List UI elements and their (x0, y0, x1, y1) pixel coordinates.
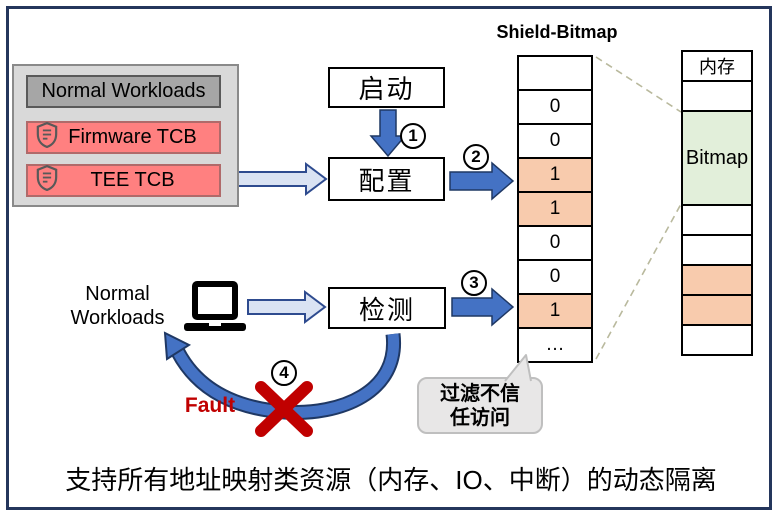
tee-tcb-label: TEE TCB (90, 169, 175, 191)
firmware-tcb-label: Firmware TCB (68, 126, 197, 148)
cell: 0 (519, 261, 591, 295)
shield-icon (36, 121, 58, 154)
start-box: 启动 (328, 67, 445, 108)
cell: 0 (519, 125, 591, 159)
laptop-icon (184, 281, 246, 340)
cell: 1 (519, 193, 591, 227)
tee-tcb-box: TEE TCB (26, 164, 221, 197)
normal-workloads-box: Normal Workloads (26, 75, 221, 108)
firmware-tcb-box: Firmware TCB (26, 121, 221, 154)
step-4-badge: 4 (271, 360, 297, 386)
normal-workloads-caption: Normal Workloads (70, 283, 165, 329)
detect-box: 检测 (328, 287, 446, 329)
step-2-badge: 2 (463, 144, 489, 170)
step-1-badge: 1 (400, 123, 426, 149)
cell (519, 57, 591, 91)
slide-caption: 支持所有地址映射类资源（内存、IO、中断）的动态隔离 (65, 465, 717, 495)
cell (683, 206, 751, 236)
fault-label: Fault (184, 394, 236, 417)
tcb-panel: Normal Workloads Firmware TCB (12, 64, 239, 207)
cell (683, 236, 751, 266)
memory-column: 内存 Bitmap (681, 50, 753, 356)
cell: 1 (519, 159, 591, 193)
cell: Bitmap (683, 112, 751, 206)
cell: 0 (519, 91, 591, 125)
cell: 0 (519, 227, 591, 261)
filter-callout: 过滤不信 任访问 (417, 377, 543, 434)
cell: 内存 (683, 52, 751, 82)
cell: … (519, 329, 591, 361)
cell (683, 326, 751, 354)
cell (683, 296, 751, 326)
step-3-badge: 3 (461, 270, 487, 296)
normal-workloads-label: Normal Workloads (41, 80, 206, 102)
configure-box: 配置 (328, 157, 445, 201)
bitmap-title: Shield-Bitmap (496, 22, 618, 42)
cell (683, 266, 751, 296)
shield-icon (36, 164, 58, 197)
cell: 1 (519, 295, 591, 329)
cell (683, 82, 751, 112)
